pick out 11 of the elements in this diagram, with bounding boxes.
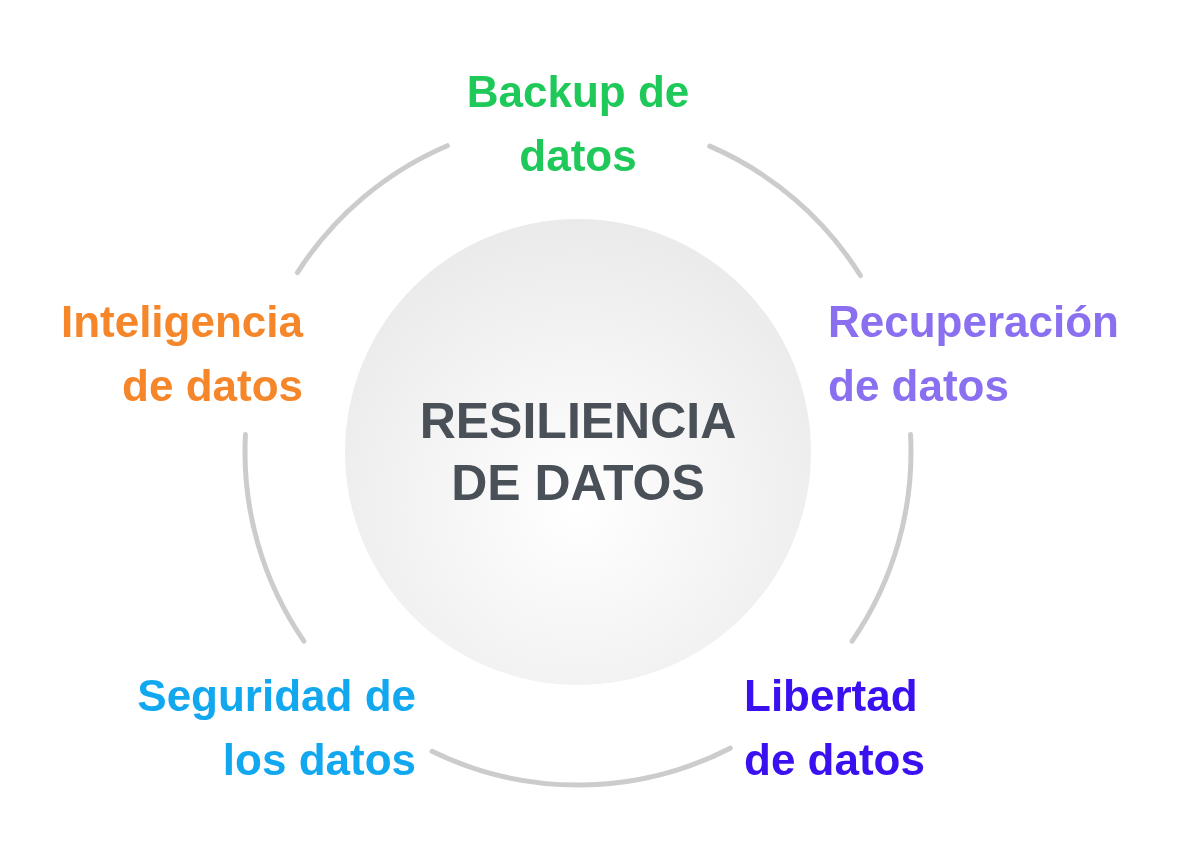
connector-arc bbox=[294, 143, 450, 276]
pillar-label: Backup de datos bbox=[460, 60, 696, 188]
pillar-label: Recuperación de datos bbox=[828, 290, 1173, 418]
pillar-label: Libertad de datos bbox=[744, 664, 974, 792]
connector-arc bbox=[429, 745, 733, 788]
connector-arc bbox=[849, 432, 914, 644]
center-title: RESILIENCIA DE DATOS bbox=[418, 392, 738, 513]
pillar-label: Inteligencia de datos bbox=[5, 290, 303, 418]
connector-arc bbox=[707, 143, 863, 279]
connector-arc bbox=[242, 432, 307, 644]
pillar-label: Seguridad de los datos bbox=[110, 664, 416, 792]
